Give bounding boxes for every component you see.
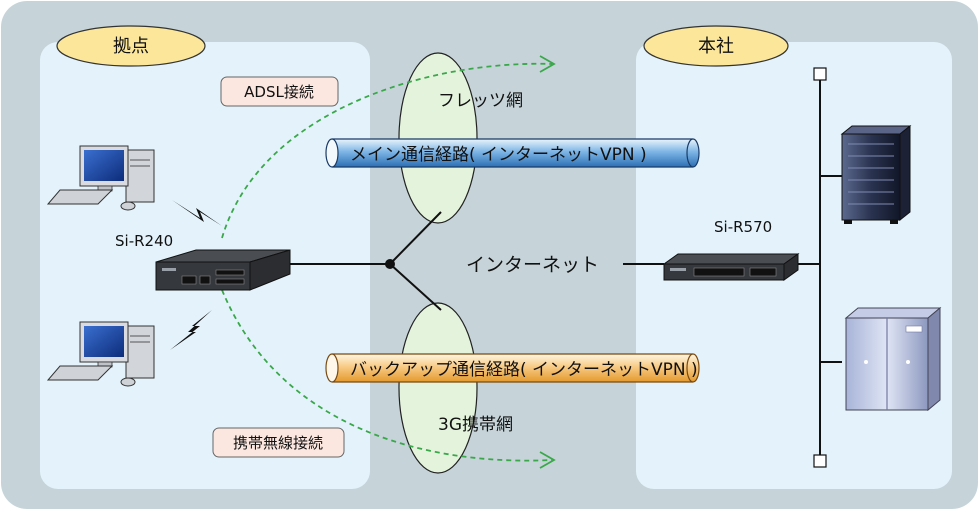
backbone-terminator-bottom bbox=[813, 454, 827, 468]
main-tunnel-label: メイン通信経路( インターネットVPN ) bbox=[350, 145, 647, 165]
tower-server bbox=[840, 124, 912, 224]
internet-label-bg bbox=[462, 252, 620, 278]
internet-label: インターネット bbox=[466, 254, 599, 276]
3g-cloud-label: 3G携帯網 bbox=[438, 415, 513, 435]
adsl-label: ADSL接続 bbox=[244, 83, 314, 101]
adsl-label-box bbox=[220, 76, 339, 107]
flets-cloud bbox=[398, 52, 478, 224]
adsl-arrow-head bbox=[539, 55, 556, 73]
backup-tunnel: バックアップ通信経路( インターネットVPN ) bbox=[325, 353, 700, 383]
hq-router bbox=[662, 253, 800, 281]
hq-router-label: Si-R570 bbox=[714, 218, 772, 236]
branch-site-label: 拠点 bbox=[113, 36, 149, 57]
branch-site-badge bbox=[56, 25, 206, 67]
mobile-label-box bbox=[212, 427, 345, 458]
main-tunnel: メイン通信経路( インターネットVPN ) bbox=[325, 138, 700, 168]
cabinet-server bbox=[844, 306, 942, 412]
3g-cloud bbox=[398, 302, 478, 474]
backup-tunnel-label: バックアップ通信経路( インターネットVPN ) bbox=[350, 360, 698, 380]
upper-branch-line bbox=[389, 211, 442, 265]
mobile-arrow-head bbox=[539, 451, 556, 469]
mobile-label: 携帯無線接続 bbox=[233, 434, 323, 452]
wireless-bolt-lower bbox=[170, 310, 212, 350]
mobile-dashed-arrow bbox=[221, 289, 553, 462]
lower-branch-line bbox=[389, 263, 442, 311]
flets-cloud-label: フレッツ網 bbox=[438, 91, 523, 111]
junction-dot bbox=[385, 259, 395, 269]
branch-router bbox=[155, 249, 291, 291]
backbone-terminator-top bbox=[813, 67, 827, 81]
hq-site-label: 本社 bbox=[698, 36, 734, 57]
pc-upper bbox=[46, 145, 155, 211]
pc-lower bbox=[46, 321, 155, 387]
hq-site-badge bbox=[643, 25, 789, 67]
branch-router-label: Si-R240 bbox=[115, 232, 173, 250]
